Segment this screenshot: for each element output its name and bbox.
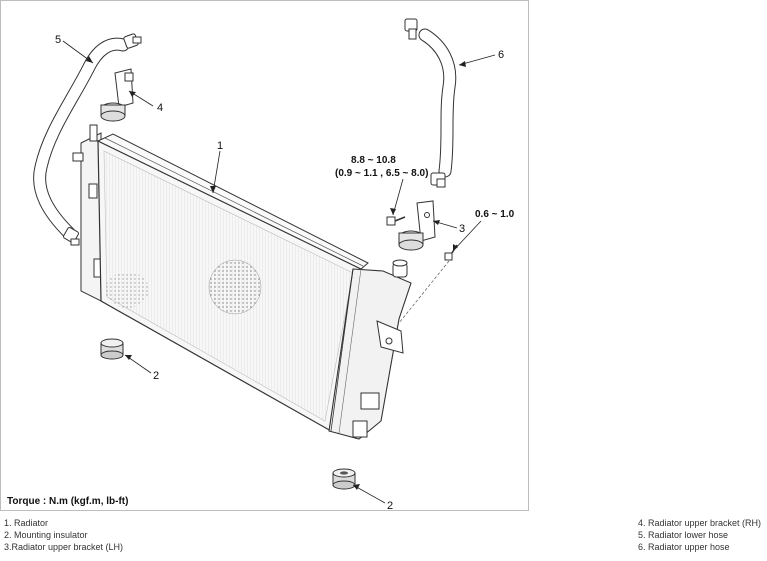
legend-right: 4. Radiator upper bracket (RH) 5. Radiat…	[638, 517, 761, 553]
radiator-exploded-diagram: 1 2 2 3 4 5 6 8.8 ~ 10.8 (0.9 ~ 1.1 , 6.…	[33, 18, 515, 512]
callout-2-right: 2	[387, 500, 393, 512]
callout-1: 1	[217, 140, 223, 152]
callout-5: 5	[55, 34, 61, 46]
radiator-upper-hose	[404, 18, 457, 188]
torque-unit-note: Torque : N.m (kgf.m, lb-ft)	[7, 496, 129, 507]
mounting-insulator-right	[332, 468, 356, 490]
legend-left: 1. Radiator 2. Mounting insulator 3.Radi…	[4, 517, 123, 553]
radiator-upper-bracket-rh	[100, 68, 134, 122]
torque-spec-bracket-line2: (0.9 ~ 1.1 , 6.5 ~ 8.0)	[335, 168, 428, 179]
radiator	[72, 124, 412, 440]
legend-item: 6. Radiator upper hose	[638, 542, 730, 552]
legend-item: 3.Radiator upper bracket (LH)	[4, 542, 124, 552]
callout-2-left: 2	[153, 370, 159, 382]
legend-item: 4. Radiator upper bracket (RH)	[638, 518, 762, 528]
mounting-insulator-left	[100, 338, 124, 360]
legend-item: 2. Mounting insulator	[4, 530, 88, 540]
callout-3: 3	[459, 223, 465, 235]
diagram-frame: 1 2 2 3 4 5 6 8.8 ~ 10.8 (0.9 ~ 1.1 , 6.…	[0, 0, 529, 512]
legend-item: 1. Radiator	[4, 518, 49, 528]
leader-arrowheads	[86, 56, 466, 490]
torque-spec-bracket-line1: 8.8 ~ 10.8	[351, 155, 396, 166]
radiator-upper-bracket-lh	[386, 200, 436, 251]
legend-item: 5. Radiator lower hose	[638, 530, 729, 540]
radiator-lower-hose	[33, 33, 142, 246]
callout-4: 4	[157, 102, 163, 114]
callout-6: 6	[498, 49, 504, 61]
torque-spec-small-bolt: 0.6 ~ 1.0	[475, 209, 515, 220]
